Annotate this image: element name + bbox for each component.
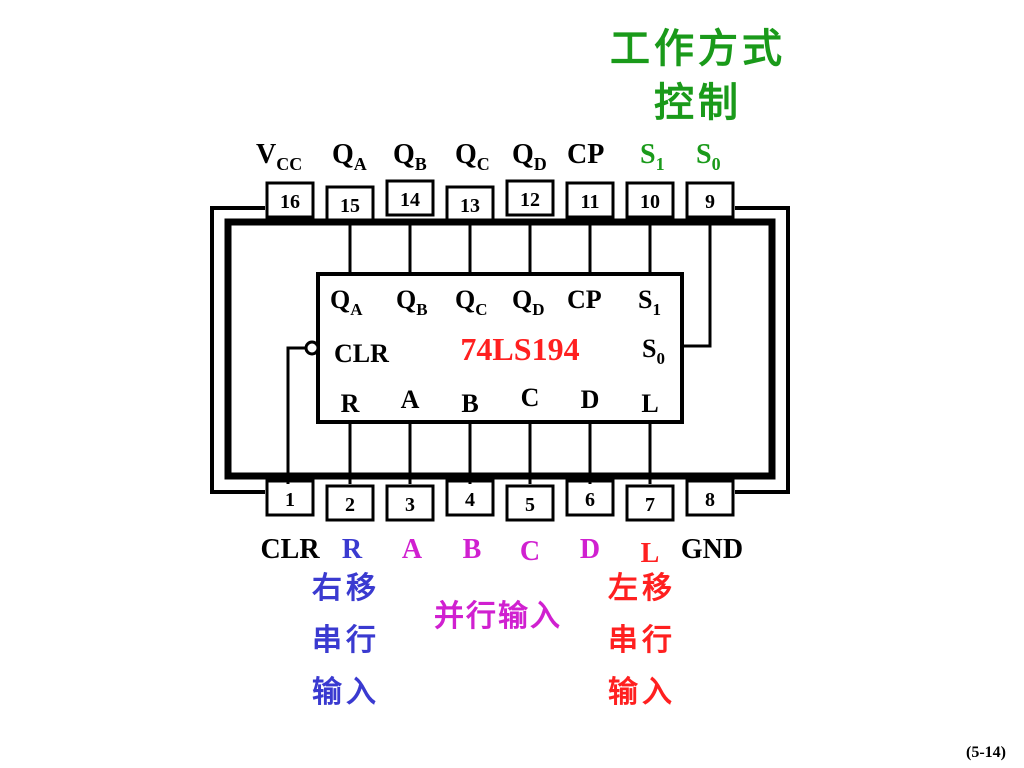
chip-inner-label: QD xyxy=(512,285,545,319)
bottom-pin-label: R xyxy=(342,534,363,565)
top-pin-box-10: 10 xyxy=(625,181,675,219)
vcc-outer-loop xyxy=(210,206,265,494)
bottom-pin-label: CLR xyxy=(260,534,320,565)
gnd-outer-loop xyxy=(735,206,790,494)
bottom-pin-number: 1 xyxy=(285,489,295,511)
top-pin-label: CP xyxy=(567,139,604,170)
top-pin-number: 12 xyxy=(520,189,540,211)
bottom-pin-wires xyxy=(348,422,652,484)
top-pin-label: S0 xyxy=(696,139,721,174)
bottom-pin-label: L xyxy=(641,538,660,569)
top-pin-labels: VCC QA QB QC QD CP S1 S0 xyxy=(256,139,721,174)
bottom-pin-box-8: 8 xyxy=(685,479,735,517)
note-line: 串行 xyxy=(312,623,380,658)
top-pin-box-14: 14 xyxy=(385,179,435,217)
chip-inner-input-label: R xyxy=(341,389,360,418)
bottom-pin-box-2: 2 xyxy=(325,484,375,522)
chip-inner-label: QB xyxy=(396,285,428,319)
chip-inner-top-labels: QA QB QC QD CP S1 xyxy=(330,285,661,319)
bottom-pin-number: 3 xyxy=(405,494,415,516)
bottom-pin-label: C xyxy=(520,536,540,567)
bottom-pin-box-3: 3 xyxy=(385,484,435,522)
note-line: 输入 xyxy=(312,675,380,710)
note-line: 串行 xyxy=(608,623,676,658)
chip-inner-label: CP xyxy=(567,285,602,314)
bottom-pin-box-6: 6 xyxy=(565,479,615,517)
top-pin-box-15: 15 xyxy=(325,185,375,223)
chip-inner-input-label: B xyxy=(461,389,478,418)
bottom-pin-box-4: 4 xyxy=(445,479,495,517)
clr-inversion-bubble xyxy=(304,340,320,356)
top-pin-label: VCC xyxy=(256,139,302,174)
chip-s0-label: S0 xyxy=(642,334,665,368)
top-pin-wires xyxy=(348,220,652,274)
top-pin-label: S1 xyxy=(640,139,665,174)
page-number: (5-14) xyxy=(966,744,1006,761)
chip-body xyxy=(316,272,684,424)
top-pin-box-13: 13 xyxy=(445,185,495,223)
s0-wire xyxy=(682,220,712,348)
bottom-pin-number: 6 xyxy=(585,489,595,511)
bottom-pin-label: D xyxy=(580,534,600,565)
parallel-input-note: 并行输入 xyxy=(434,599,562,634)
top-pin-number: 9 xyxy=(705,191,715,213)
bottom-pin-label: B xyxy=(463,534,482,565)
chip-part-number: 74LS194 xyxy=(460,331,579,367)
ic-package-outline xyxy=(224,218,776,480)
bottom-pin-number: 2 xyxy=(345,494,355,516)
note-line: 输入 xyxy=(608,675,676,710)
top-pin-number: 16 xyxy=(280,191,300,213)
top-pin-box-16: 16 xyxy=(265,181,315,219)
heading-line-2: 控制 xyxy=(654,80,742,126)
top-pin-boxes: 16 15 14 13 12 11 10 9 xyxy=(265,179,735,223)
top-pin-label: QA xyxy=(332,139,367,174)
mode-control-heading: 工作方式 控制 xyxy=(610,26,786,126)
chip-clr-label: CLR xyxy=(334,339,389,368)
top-pin-number: 10 xyxy=(640,191,660,213)
note-line: 左移 xyxy=(608,571,676,606)
top-pin-label: QD xyxy=(512,139,547,174)
top-pin-box-11: 11 xyxy=(565,181,615,219)
bottom-pin-labels: CLR R A B C D L GND xyxy=(260,534,743,569)
chip-inner-input-label: C xyxy=(521,383,540,412)
top-pin-label: QC xyxy=(455,139,490,174)
chip-inner-input-label: A xyxy=(401,385,420,414)
heading-line-1: 工作方式 xyxy=(610,26,786,72)
top-pin-label: QB xyxy=(393,139,427,174)
top-pin-box-12: 12 xyxy=(505,179,555,217)
top-pin-number: 11 xyxy=(581,191,600,213)
bottom-pin-box-5: 5 xyxy=(505,484,555,522)
bottom-pin-label: GND xyxy=(681,534,743,565)
bottom-pin-boxes: 1 2 3 4 5 6 7 8 xyxy=(265,479,735,522)
bottom-pin-box-1: 1 xyxy=(265,479,315,517)
note-line: 右移 xyxy=(312,571,380,606)
chip-inner-label: QA xyxy=(330,285,363,319)
bottom-pin-number: 7 xyxy=(645,494,655,516)
bottom-pin-label: A xyxy=(402,534,423,565)
bottom-pin-number: 5 xyxy=(525,494,535,516)
chip-inner-input-label: D xyxy=(581,385,600,414)
top-pin-number: 13 xyxy=(460,195,480,217)
bottom-pin-number: 8 xyxy=(705,489,715,511)
chip-inner-label: S1 xyxy=(638,285,661,319)
bottom-pin-number: 4 xyxy=(465,489,475,511)
chip-inner-label: QC xyxy=(455,285,488,319)
chip-inner-input-label: L xyxy=(641,389,658,418)
top-pin-number: 15 xyxy=(340,195,360,217)
bottom-pin-box-7: 7 xyxy=(625,484,675,522)
top-pin-number: 14 xyxy=(400,189,420,211)
clr-wire xyxy=(286,346,306,484)
top-pin-box-9: 9 xyxy=(685,181,735,219)
